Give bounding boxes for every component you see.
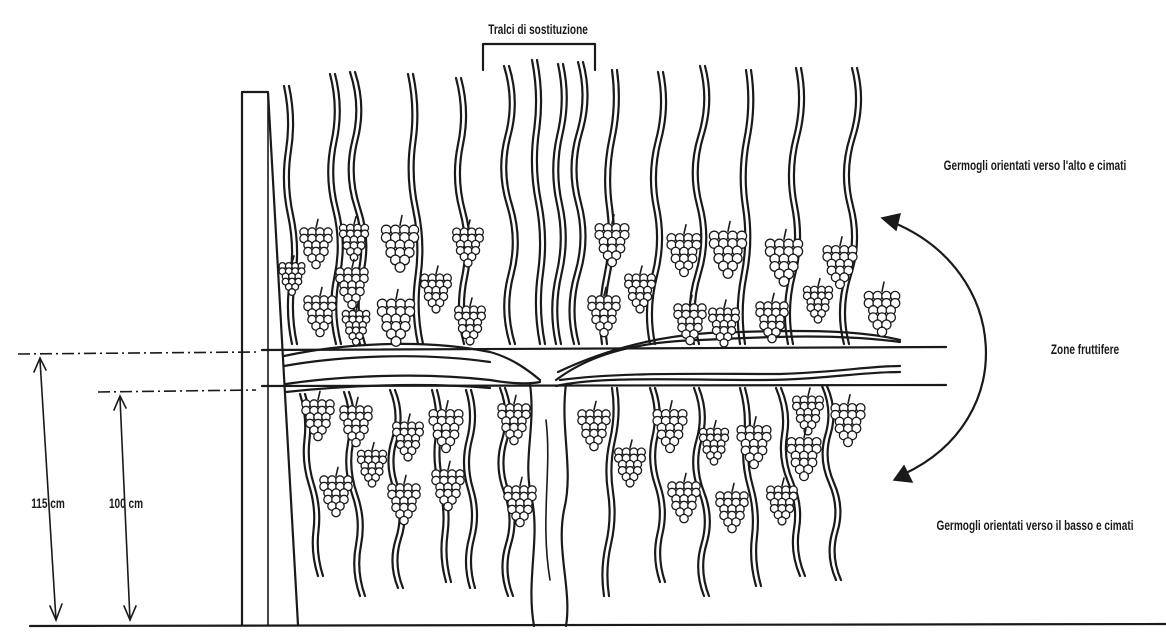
lower-height-guide xyxy=(98,390,256,392)
grape-bunch xyxy=(765,230,802,287)
upward-shoot xyxy=(785,68,804,344)
vine-trunk xyxy=(528,384,567,626)
shoots-down-label: Germogli orientati verso il basso e cima… xyxy=(936,517,1133,533)
downward-shoot xyxy=(740,388,761,586)
height-upper-label: 115 cm xyxy=(31,495,65,511)
upward-shoot xyxy=(738,70,754,344)
grape-bunch xyxy=(653,401,687,453)
grape-bunch xyxy=(381,216,418,273)
downward-shoots xyxy=(300,386,841,596)
shoots-up-label: Germogli orientati verso l'alto e cimati xyxy=(944,157,1127,173)
grape-bunch xyxy=(793,388,824,435)
upward-shoot xyxy=(647,72,666,344)
grape-bunch xyxy=(357,443,386,487)
grape-bunch xyxy=(377,290,414,347)
upper-height-arrow xyxy=(34,358,62,620)
grape-bunch xyxy=(578,401,610,450)
grape-bunch xyxy=(342,303,369,345)
ground-line xyxy=(30,624,1166,626)
grape-bunch xyxy=(340,397,372,446)
upward-shoot xyxy=(552,64,567,344)
grape-bunch xyxy=(787,429,821,481)
upward-shoot xyxy=(284,86,297,344)
grape-bunch xyxy=(432,461,464,510)
upward-shoot xyxy=(532,60,545,344)
grape-bunch xyxy=(595,215,629,267)
grape-bunch xyxy=(716,483,748,532)
grape-bunch xyxy=(864,282,900,336)
fruiting-zones-label: Zone fruttifere xyxy=(1051,341,1119,357)
grape-bunch xyxy=(300,219,332,268)
replacement-canes-label: Tralci di sostituzione xyxy=(488,21,588,37)
upward-shoot xyxy=(690,66,710,344)
trunk-crack xyxy=(546,420,550,580)
upward-shoot xyxy=(455,78,470,344)
grape-bunch xyxy=(756,293,788,342)
grape-bunch xyxy=(588,287,620,336)
grape-bunch xyxy=(453,220,484,267)
grape-bunch xyxy=(709,222,746,279)
grape-bunch xyxy=(831,395,865,447)
grape-bunch xyxy=(767,478,798,525)
upper-wire xyxy=(262,347,946,350)
grape-bunch xyxy=(279,256,305,295)
upper-height-guide xyxy=(18,352,256,354)
grape-bunch xyxy=(393,414,424,461)
upward-shoot xyxy=(501,66,518,344)
upward-shoot xyxy=(840,68,861,344)
grape-bunch xyxy=(625,266,656,313)
cordons xyxy=(284,331,900,392)
height-lower-label: 100 cm xyxy=(109,495,143,511)
grape-bunch xyxy=(803,279,832,323)
downward-shoot xyxy=(464,390,477,588)
grape-bunch xyxy=(421,266,452,313)
grape-bunch xyxy=(667,225,701,277)
grape-bunch xyxy=(674,295,706,344)
grape-bunch xyxy=(737,417,771,469)
upward-shoot xyxy=(569,62,587,344)
grape-bunch xyxy=(615,440,646,487)
